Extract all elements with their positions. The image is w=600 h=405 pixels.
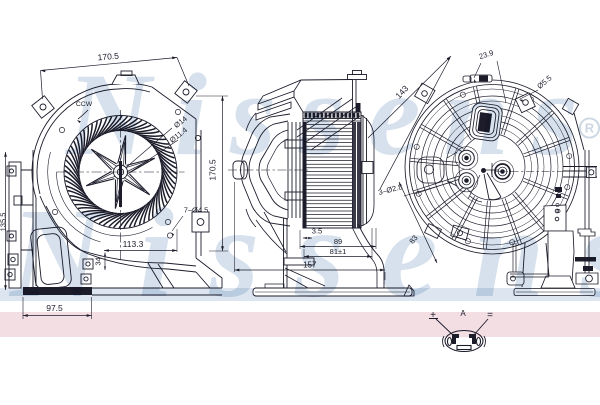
- svg-text:=: =: [487, 310, 493, 321]
- svg-text:7–Ø4.5: 7–Ø4.5: [184, 206, 209, 215]
- svg-text:157: 157: [303, 261, 317, 270]
- svg-text:+: +: [430, 310, 436, 321]
- svg-text:81±1: 81±1: [330, 247, 347, 256]
- svg-text:3.5: 3.5: [312, 227, 322, 236]
- svg-text:170.5: 170.5: [208, 159, 218, 181]
- svg-text:23.9: 23.9: [478, 48, 495, 61]
- svg-text:R: R: [585, 121, 595, 136]
- svg-text:89: 89: [334, 237, 342, 246]
- svg-text:Nissens: Nissens: [8, 182, 600, 324]
- svg-text:34: 34: [94, 257, 103, 265]
- svg-text:A: A: [460, 309, 466, 318]
- svg-text:CCW: CCW: [76, 101, 93, 108]
- svg-text:113.3: 113.3: [123, 239, 144, 249]
- svg-text:135.5: 135.5: [0, 213, 8, 232]
- svg-text:Nissens: Nissens: [64, 49, 578, 180]
- svg-text:97.5: 97.5: [46, 303, 63, 313]
- svg-text:170.5: 170.5: [97, 51, 119, 63]
